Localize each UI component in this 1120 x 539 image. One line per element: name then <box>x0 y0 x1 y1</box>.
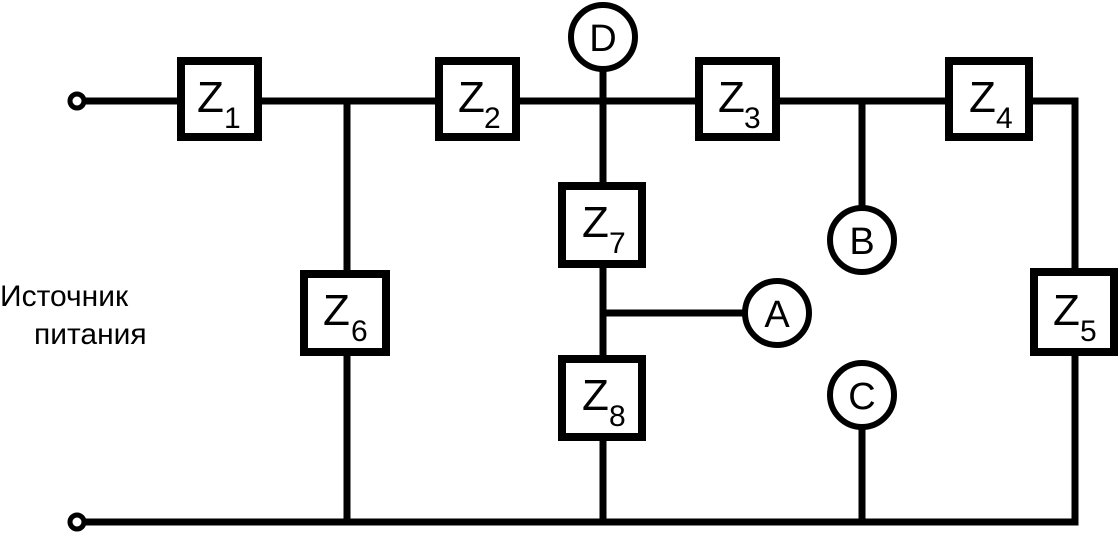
z1-symbol: Z <box>197 73 224 122</box>
source-terminal-bottom <box>67 512 87 532</box>
z8-subscript: 8 <box>609 400 626 433</box>
node-b-label: B <box>849 221 874 263</box>
z7-symbol: Z <box>582 198 609 247</box>
impedance-z7: Z 7 <box>558 182 646 268</box>
node-a: A <box>742 278 812 348</box>
impedance-z1: Z 1 <box>177 57 262 141</box>
impedance-z2: Z 2 <box>435 57 520 141</box>
source-terminal-top <box>67 91 87 111</box>
wires <box>80 65 1079 526</box>
impedance-z5: Z 5 <box>1030 268 1118 356</box>
wire-z4-z5 <box>1029 97 1079 272</box>
node-d-label: D <box>589 18 616 60</box>
source-label-line2: питания <box>34 318 147 351</box>
z4-symbol: Z <box>969 73 996 122</box>
z8-symbol: Z <box>582 371 609 420</box>
node-c-label: C <box>848 376 875 418</box>
impedance-z4: Z 4 <box>945 57 1033 141</box>
z5-subscript: 5 <box>1080 315 1097 348</box>
impedance-z8: Z 8 <box>558 355 646 441</box>
node-d: D <box>568 2 638 72</box>
z7-subscript: 7 <box>609 227 626 260</box>
z5-symbol: Z <box>1053 286 1080 335</box>
z3-symbol: Z <box>718 73 745 122</box>
z6-subscript: 6 <box>351 315 368 348</box>
node-a-label: A <box>764 294 790 336</box>
node-b: B <box>827 205 897 275</box>
source-label-line1: Источник <box>0 280 129 313</box>
z2-subscript: 2 <box>484 102 501 135</box>
z2-symbol: Z <box>458 73 485 122</box>
z1-subscript: 1 <box>224 102 241 135</box>
impedance-z3: Z 3 <box>695 57 780 141</box>
node-c: C <box>827 360 897 430</box>
impedance-z6: Z 6 <box>300 270 390 356</box>
z6-symbol: Z <box>323 286 350 335</box>
z4-subscript: 4 <box>996 102 1013 135</box>
z3-subscript: 3 <box>744 102 761 135</box>
